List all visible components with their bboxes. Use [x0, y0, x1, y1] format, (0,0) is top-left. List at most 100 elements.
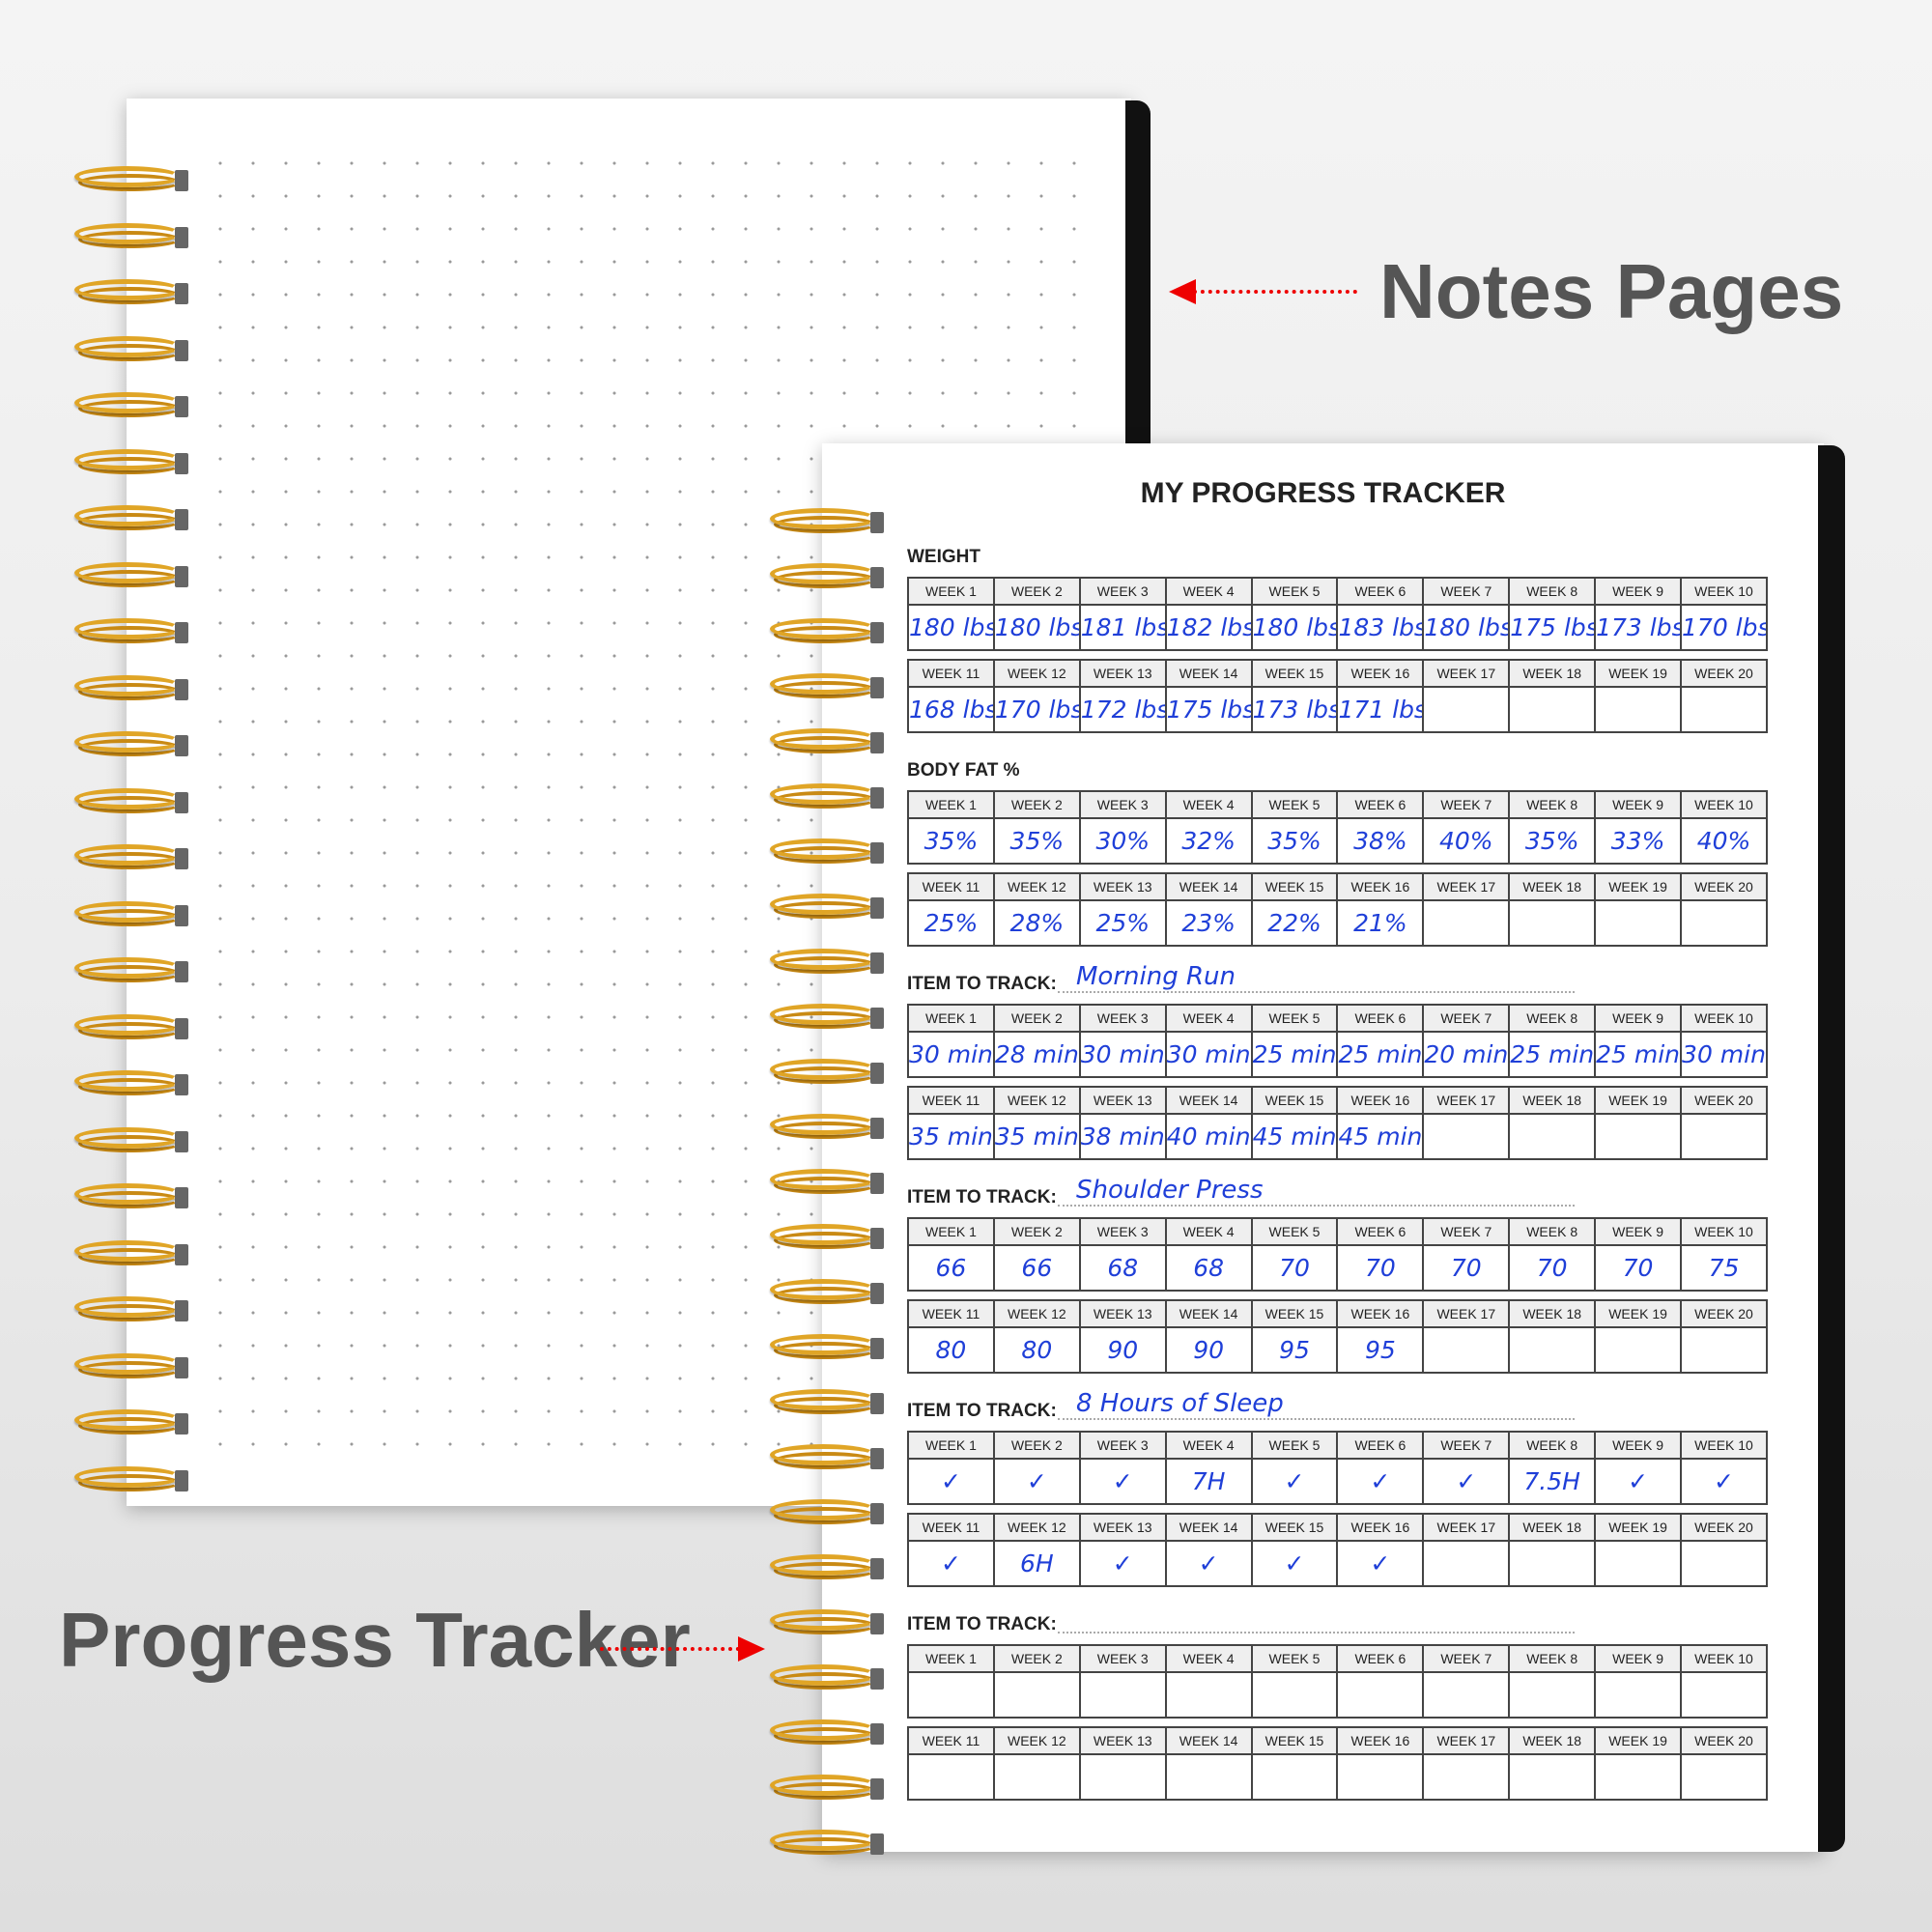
week-value-cell[interactable]: [1680, 1326, 1768, 1374]
week-value-cell[interactable]: [1508, 1671, 1597, 1719]
week-value-cell[interactable]: 95: [1250, 1326, 1339, 1374]
week-value-cell[interactable]: 35%: [1508, 817, 1597, 865]
item-to-track-input[interactable]: Shoulder Press: [1076, 1176, 1264, 1205]
week-value-cell[interactable]: [1164, 1671, 1253, 1719]
week-value-cell[interactable]: 180 lbs: [1250, 604, 1339, 651]
week-value-cell[interactable]: 35 min: [992, 1113, 1081, 1160]
week-value-cell[interactable]: [1422, 1326, 1511, 1374]
week-value-cell[interactable]: 173 lbs: [1250, 686, 1339, 733]
week-value-cell[interactable]: 40%: [1422, 817, 1511, 865]
week-value-cell[interactable]: 25 min: [1594, 1031, 1683, 1078]
week-value-cell[interactable]: 80: [992, 1326, 1081, 1374]
week-value-cell[interactable]: 21%: [1336, 899, 1425, 947]
week-value-cell[interactable]: 7.5H: [1508, 1458, 1597, 1505]
week-value-cell[interactable]: 171 lbs: [1336, 686, 1425, 733]
week-value-cell[interactable]: [1336, 1753, 1425, 1801]
week-value-cell[interactable]: [1508, 1753, 1597, 1801]
week-value-cell[interactable]: 25 min: [1336, 1031, 1425, 1078]
week-value-cell[interactable]: 6H: [992, 1540, 1081, 1587]
week-value-cell[interactable]: ✓: [1164, 1540, 1253, 1587]
week-value-cell[interactable]: 25 min: [1250, 1031, 1339, 1078]
week-value-cell[interactable]: 45 min: [1250, 1113, 1339, 1160]
week-value-cell[interactable]: [1680, 1671, 1768, 1719]
week-value-cell[interactable]: 30 min: [1164, 1031, 1253, 1078]
week-value-cell[interactable]: 40 min: [1164, 1113, 1253, 1160]
week-value-cell[interactable]: 35%: [992, 817, 1081, 865]
week-value-cell[interactable]: [1422, 686, 1511, 733]
week-value-cell[interactable]: [1508, 1540, 1597, 1587]
week-value-cell[interactable]: [1422, 1753, 1511, 1801]
week-value-cell[interactable]: 38 min: [1078, 1113, 1167, 1160]
week-value-cell[interactable]: 70: [1422, 1244, 1511, 1292]
week-value-cell[interactable]: [1594, 1326, 1683, 1374]
week-value-cell[interactable]: 30 min: [1680, 1031, 1768, 1078]
week-value-cell[interactable]: [1508, 899, 1597, 947]
week-value-cell[interactable]: [1422, 899, 1511, 947]
week-value-cell[interactable]: 173 lbs: [1594, 604, 1683, 651]
week-value-cell[interactable]: [1594, 1671, 1683, 1719]
week-value-cell[interactable]: 180 lbs: [907, 604, 995, 651]
week-value-cell[interactable]: 28%: [992, 899, 1081, 947]
week-value-cell[interactable]: [1336, 1671, 1425, 1719]
week-value-cell[interactable]: [1680, 1753, 1768, 1801]
week-value-cell[interactable]: 175 lbs: [1164, 686, 1253, 733]
week-value-cell[interactable]: ✓: [1594, 1458, 1683, 1505]
week-value-cell[interactable]: 168 lbs: [907, 686, 995, 733]
week-value-cell[interactable]: [1680, 1540, 1768, 1587]
week-value-cell[interactable]: [1594, 686, 1683, 733]
week-value-cell[interactable]: [1594, 1113, 1683, 1160]
week-value-cell[interactable]: 33%: [1594, 817, 1683, 865]
week-value-cell[interactable]: 183 lbs: [1336, 604, 1425, 651]
week-value-cell[interactable]: [1680, 686, 1768, 733]
week-value-cell[interactable]: ✓: [907, 1540, 995, 1587]
week-value-cell[interactable]: 35%: [1250, 817, 1339, 865]
week-value-cell[interactable]: 90: [1078, 1326, 1167, 1374]
week-value-cell[interactable]: 23%: [1164, 899, 1253, 947]
week-value-cell[interactable]: 25 min: [1508, 1031, 1597, 1078]
week-value-cell[interactable]: 30 min: [907, 1031, 995, 1078]
week-value-cell[interactable]: [1422, 1671, 1511, 1719]
week-value-cell[interactable]: 172 lbs: [1078, 686, 1167, 733]
week-value-cell[interactable]: [1680, 1113, 1768, 1160]
week-value-cell[interactable]: [1508, 686, 1597, 733]
week-value-cell[interactable]: 170 lbs: [992, 686, 1081, 733]
week-value-cell[interactable]: ✓: [1422, 1458, 1511, 1505]
week-value-cell[interactable]: [1078, 1671, 1167, 1719]
week-value-cell[interactable]: 180 lbs: [1422, 604, 1511, 651]
week-value-cell[interactable]: [1422, 1113, 1511, 1160]
week-value-cell[interactable]: 180 lbs: [992, 604, 1081, 651]
week-value-cell[interactable]: 70: [1336, 1244, 1425, 1292]
week-value-cell[interactable]: ✓: [907, 1458, 995, 1505]
week-value-cell[interactable]: [1250, 1671, 1339, 1719]
week-value-cell[interactable]: ✓: [1250, 1540, 1339, 1587]
week-value-cell[interactable]: [907, 1753, 995, 1801]
week-value-cell[interactable]: ✓: [1336, 1458, 1425, 1505]
week-value-cell[interactable]: 35%: [907, 817, 995, 865]
week-value-cell[interactable]: 182 lbs: [1164, 604, 1253, 651]
week-value-cell[interactable]: ✓: [1078, 1540, 1167, 1587]
week-value-cell[interactable]: 38%: [1336, 817, 1425, 865]
week-value-cell[interactable]: ✓: [1250, 1458, 1339, 1505]
week-value-cell[interactable]: 170 lbs: [1680, 604, 1768, 651]
week-value-cell[interactable]: [1594, 899, 1683, 947]
week-value-cell[interactable]: ✓: [992, 1458, 1081, 1505]
week-value-cell[interactable]: 32%: [1164, 817, 1253, 865]
week-value-cell[interactable]: ✓: [1336, 1540, 1425, 1587]
week-value-cell[interactable]: 70: [1508, 1244, 1597, 1292]
week-value-cell[interactable]: 75: [1680, 1244, 1768, 1292]
week-value-cell[interactable]: 95: [1336, 1326, 1425, 1374]
week-value-cell[interactable]: ✓: [1078, 1458, 1167, 1505]
week-value-cell[interactable]: 68: [1078, 1244, 1167, 1292]
week-value-cell[interactable]: 80: [907, 1326, 995, 1374]
week-value-cell[interactable]: [907, 1671, 995, 1719]
week-value-cell[interactable]: 70: [1250, 1244, 1339, 1292]
week-value-cell[interactable]: 68: [1164, 1244, 1253, 1292]
week-value-cell[interactable]: 22%: [1250, 899, 1339, 947]
week-value-cell[interactable]: [992, 1671, 1081, 1719]
week-value-cell[interactable]: [1078, 1753, 1167, 1801]
week-value-cell[interactable]: [1680, 899, 1768, 947]
week-value-cell[interactable]: [992, 1753, 1081, 1801]
week-value-cell[interactable]: 25%: [907, 899, 995, 947]
week-value-cell[interactable]: 181 lbs: [1078, 604, 1167, 651]
week-value-cell[interactable]: [1422, 1540, 1511, 1587]
